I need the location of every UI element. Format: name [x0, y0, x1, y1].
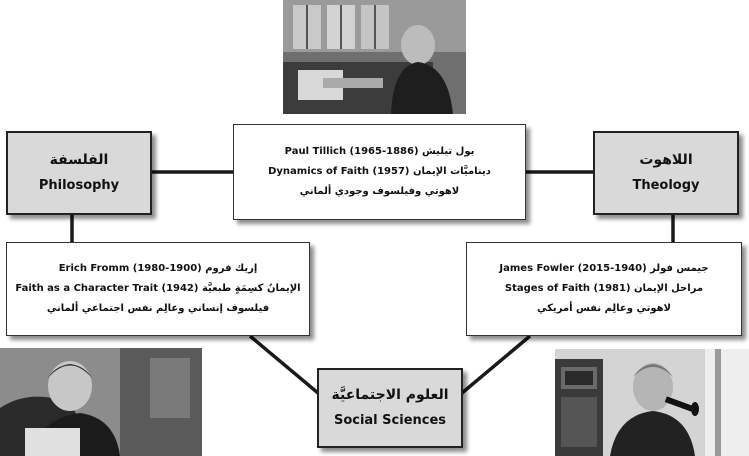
social-sciences-box: العلوم الاجتماعيَّة Social Sciences: [317, 368, 463, 448]
connector-fowler-social: [460, 334, 532, 395]
tillich-description: لاهوتي وفيلسوف وجودي ألماني: [299, 186, 460, 197]
fowler-name-dates: جيمس فولر (1940-2015) James Fowler: [499, 263, 709, 274]
theology-label-ar: اللاهوت: [639, 152, 693, 168]
photo-fromm: [0, 348, 202, 456]
social-sciences-label-en: Social Sciences: [333, 413, 447, 428]
theology-label-en: Theology: [632, 178, 700, 193]
tillich-name-dates: بول تيليش (1886-1965) Paul Tillich: [284, 146, 475, 157]
fromm-name-dates: إريك فروم (1900-1980) Erich Fromm: [58, 263, 258, 274]
theology-box: اللاهوت Theology: [593, 131, 739, 215]
tillich-info-box: بول تيليش (1886-1965) Paul Tillich دينام…: [233, 124, 526, 220]
fowler-book: مراحل الإيمان (1981) Stages of Faith: [504, 283, 704, 294]
photo-fowler: [555, 349, 749, 456]
connector-fromm-social: [248, 334, 320, 395]
fromm-info-box: إريك فروم (1900-1980) Erich Fromm الإيما…: [6, 242, 310, 336]
fromm-book: الإيمانُ كسِمَةٍ طبعيَّة (1942) Faith as…: [15, 283, 301, 294]
fowler-info-box: جيمس فولر (1940-2015) James Fowler مراحل…: [466, 242, 742, 336]
philosophy-label-ar: الفلسفة: [49, 152, 109, 168]
fowler-description: لاهوتي وعالِم نفس أمريكي: [537, 303, 671, 314]
philosophy-box: الفلسفة Philosophy: [6, 131, 152, 215]
philosophy-label-en: Philosophy: [38, 178, 120, 193]
photo-tillich: [283, 0, 466, 114]
social-sciences-label-ar: العلوم الاجتماعيَّة: [331, 387, 449, 403]
fromm-description: فيلسوف إنساني وعالِم نفس اجتماعي ألماني: [46, 303, 270, 314]
tillich-book: ديناميَّات الإيمان (1957) Dynamics of Fa…: [268, 166, 491, 177]
